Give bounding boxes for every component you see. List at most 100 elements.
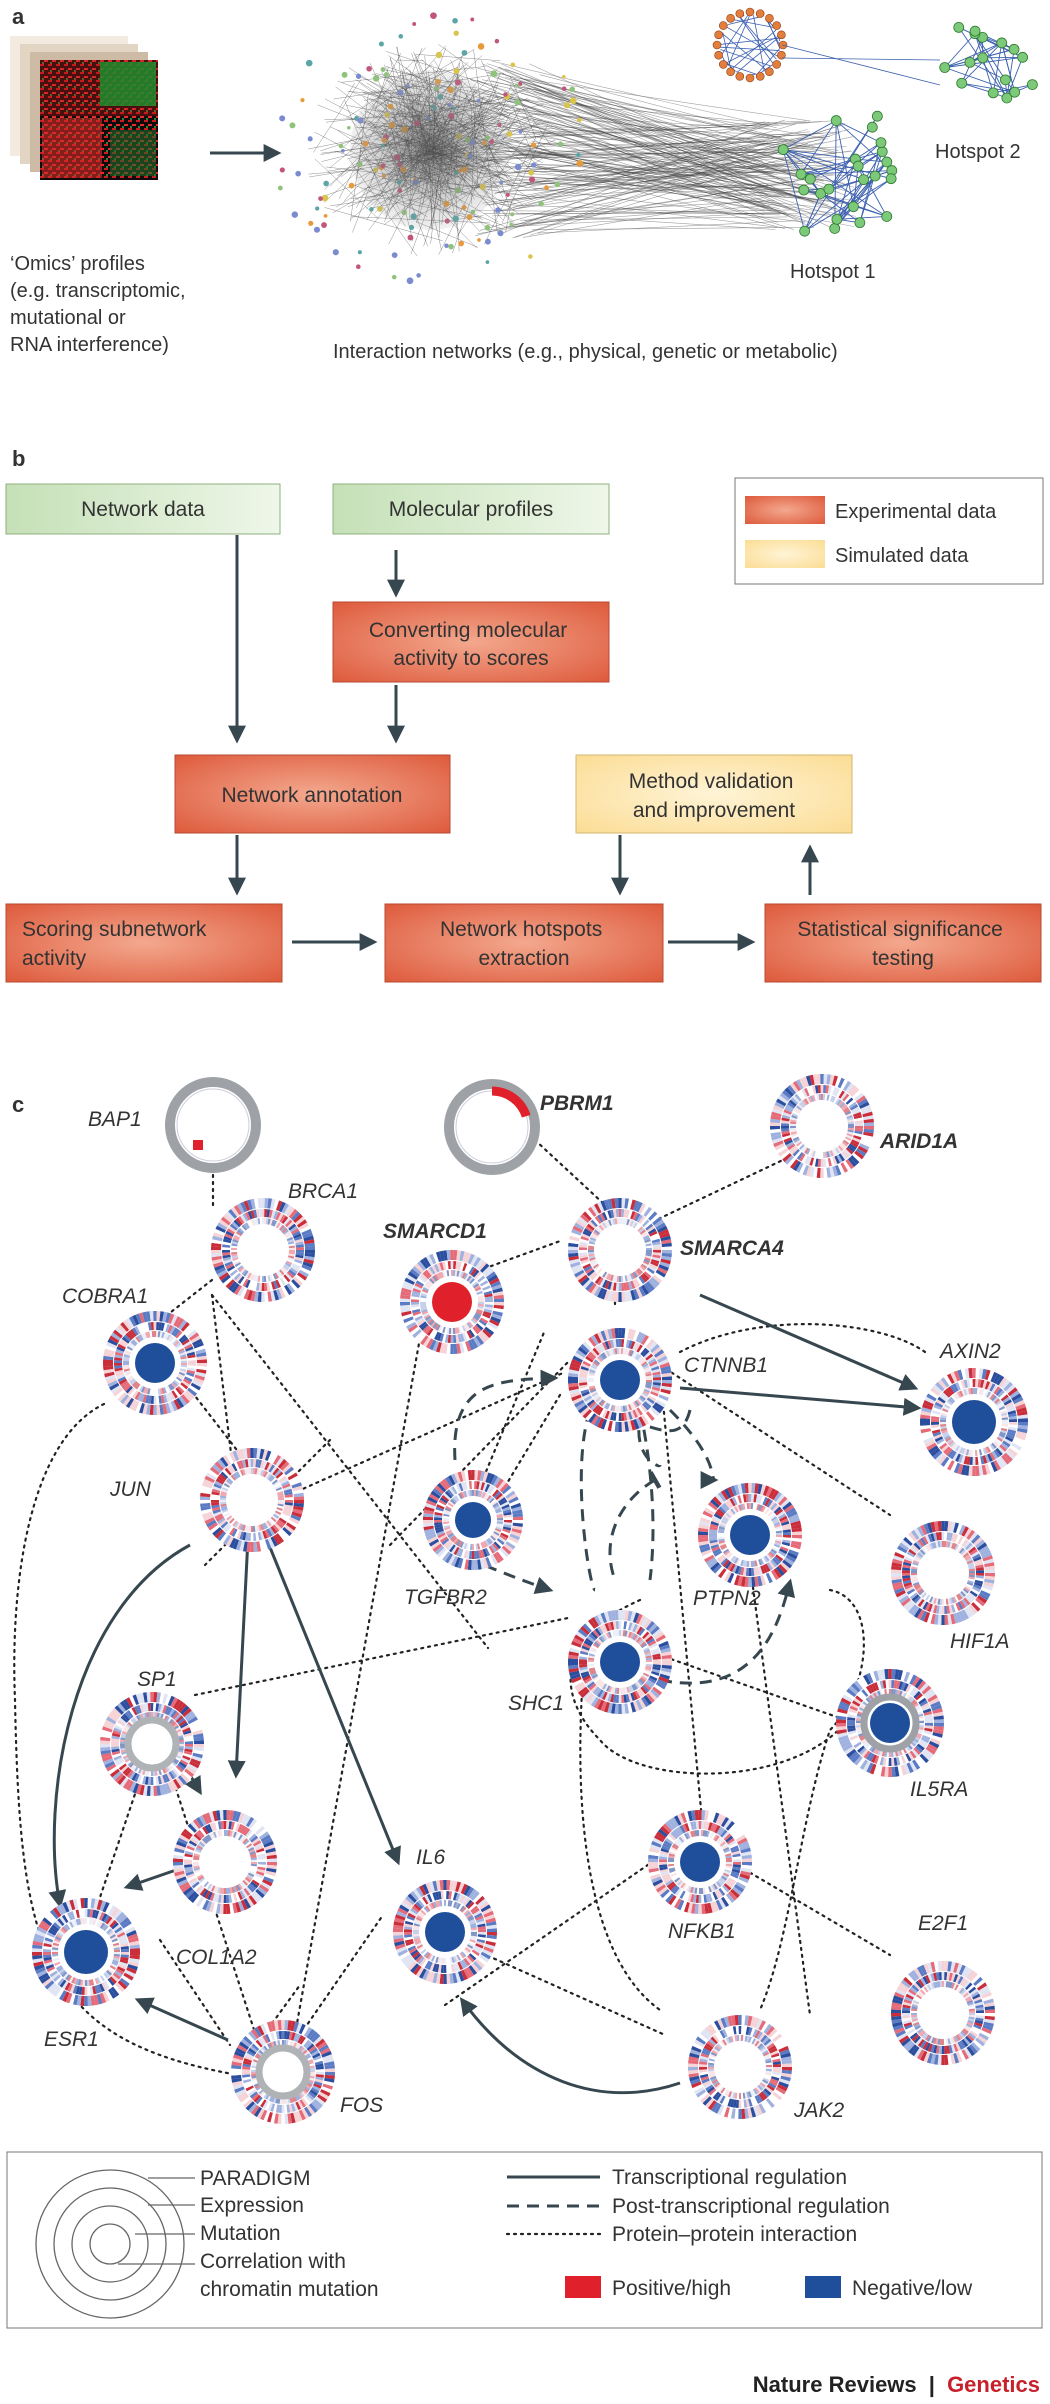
node-SP1 [100,1692,204,1796]
footer-section: Genetics [947,2372,1040,2397]
legend-experimental: Experimental data [835,501,997,523]
legend-chromatin: chromatin mutation [200,2278,379,2301]
post-transcriptional-edges [429,1369,796,1685]
node-SMARCD1 [400,1249,504,1354]
hotspots-extraction-box: Network hotspots extraction [384,903,664,983]
legend-negative: Negative/low [852,2277,973,2300]
node-E2F1 [891,1961,995,2065]
node-IL5RA [836,1668,944,1777]
label-IL5RA: IL5RA [910,1778,968,1801]
hotspot-2-module [939,21,1038,104]
node-CTNNB1 [568,1328,673,1433]
label-COBRA1: COBRA1 [62,1285,148,1308]
scoring-subnetwork-box: Scoring subnetwork activity [5,903,283,983]
label-HIF1A: HIF1A [950,1630,1010,1653]
label-CTNNB1: CTNNB1 [684,1354,768,1377]
transcriptional-edges [48,1293,922,2095]
svg-text:Scoring subnetwork act: Scoring subnetwork activity [22,918,212,970]
experimental-swatch [745,496,825,524]
legend-post-transcriptional: Post-transcriptional regulation [612,2195,890,2218]
simulated-swatch [745,540,825,568]
label-ARID1A: ARID1A [879,1130,958,1153]
label-AXIN2: AXIN2 [938,1340,1001,1363]
panel-c-legend: PARADIGM Expression Mutation Correlation… [6,2151,1043,2329]
network-data-box: Network data [5,483,281,535]
label-IL6: IL6 [416,1846,446,1869]
label-FOS: FOS [340,2094,383,2117]
node-SHC1 [568,1609,673,1715]
gene-labels: BAP1 PBRM1 ARID1A BRCA1 SMARCD1 SMARCA4 … [44,1092,1010,2122]
node-ESR1 [32,1898,140,2006]
panel-a-letter: a [12,4,25,29]
converting-scores-box: Converting molecular activity to scores [332,601,610,683]
legend-ppi: Protein–protein interaction [612,2223,857,2246]
legend-mutation: Mutation [200,2222,281,2245]
svg-text:Nature Reviews | G: Nature Reviews | Genetics [753,2372,1040,2397]
svg-text:Converting molecular a: Converting molecular activity to scores [369,619,573,670]
hotspot-1-label: Hotspot 1 [790,261,876,283]
footer-journal: Nature Reviews [753,2372,917,2397]
label-SMARCD1: SMARCD1 [383,1220,487,1243]
network-caption: Interaction networks (e.g., physical, ge… [333,341,838,363]
node-PBRM1 [444,1079,540,1175]
legend-correlation: Correlation with [200,2250,346,2273]
label-SP1: SP1 [137,1668,177,1691]
legend-positive: Positive/high [612,2277,731,2300]
legend-expression: Expression [200,2194,304,2217]
node-SMARCA4 [568,1197,673,1303]
legend-paradigm: PARADIGM [200,2167,310,2190]
node-COL1A2 [173,1810,277,1915]
label-SMARCA4: SMARCA4 [680,1237,784,1260]
svg-text:Network hotspots extra: Network hotspots extraction [440,918,608,970]
svg-text:Network annotation: Network annotation [222,784,403,807]
label-NFKB1: NFKB1 [668,1920,736,1943]
svg-text:Molecular profiles: Molecular profiles [389,498,554,521]
molecular-profiles-box: Molecular profiles [332,483,610,535]
footer-separator: | [929,2372,935,2397]
hotspot-blue-module [712,7,941,86]
node-BAP1 [165,1077,261,1173]
node-IL6 [393,1880,497,1984]
node-ARID1A [770,1074,875,1178]
negative-swatch [805,2276,841,2298]
panel-b-legend: Experimental data Simulated data [734,477,1044,585]
node-AXIN2 [920,1367,1028,1477]
node-COBRA1 [103,1310,207,1416]
node-FOS [231,2020,335,2124]
hotspot-1-module [777,110,898,237]
method-validation-box: Method validation and improvement [575,754,853,834]
label-TGFBR2: TGFBR2 [404,1586,487,1609]
label-SHC1: SHC1 [508,1692,564,1715]
footer: Nature Reviews | Genetics [753,2372,1040,2397]
label-JAK2: JAK2 [793,2099,845,2122]
svg-text:Network data: Network data [81,498,205,521]
label-E2F1: E2F1 [918,1912,968,1935]
panel-c: c [6,1074,1043,2329]
statistical-testing-box: Statistical significance testing [764,903,1042,983]
legend-simulated: Simulated data [835,545,969,567]
node-JAK2 [688,2015,792,2119]
label-ESR1: ESR1 [44,2028,99,2051]
network-annotation-box: Network annotation [174,754,451,834]
node-TGFBR2 [423,1470,523,1570]
ring-legend-diagram [35,2169,195,2319]
ppi-edges [13,1138,927,2077]
node-HIF1A [891,1520,995,1626]
flow-arrows [228,535,819,951]
label-PTPN2: PTPN2 [693,1587,761,1610]
svg-text:Statistical significance: Statistical significance testing [797,918,1008,970]
network-hairball [277,12,860,285]
positive-swatch [565,2276,601,2298]
label-JUN: JUN [109,1478,152,1501]
panel-b: b Network data Molecular profiles Conver… [5,446,1044,983]
panel-b-letter: b [12,446,25,471]
node-NFKB1 [648,1810,752,1915]
node-PTPN2 [698,1483,802,1587]
hotspot-2-label: Hotspot 2 [935,141,1021,163]
node-JUN [200,1448,304,1552]
node-BRCA1 [211,1197,315,1303]
label-BRCA1: BRCA1 [288,1180,358,1203]
label-COL1A2: COL1A2 [176,1946,257,1969]
panel-c-letter: c [12,1092,24,1117]
